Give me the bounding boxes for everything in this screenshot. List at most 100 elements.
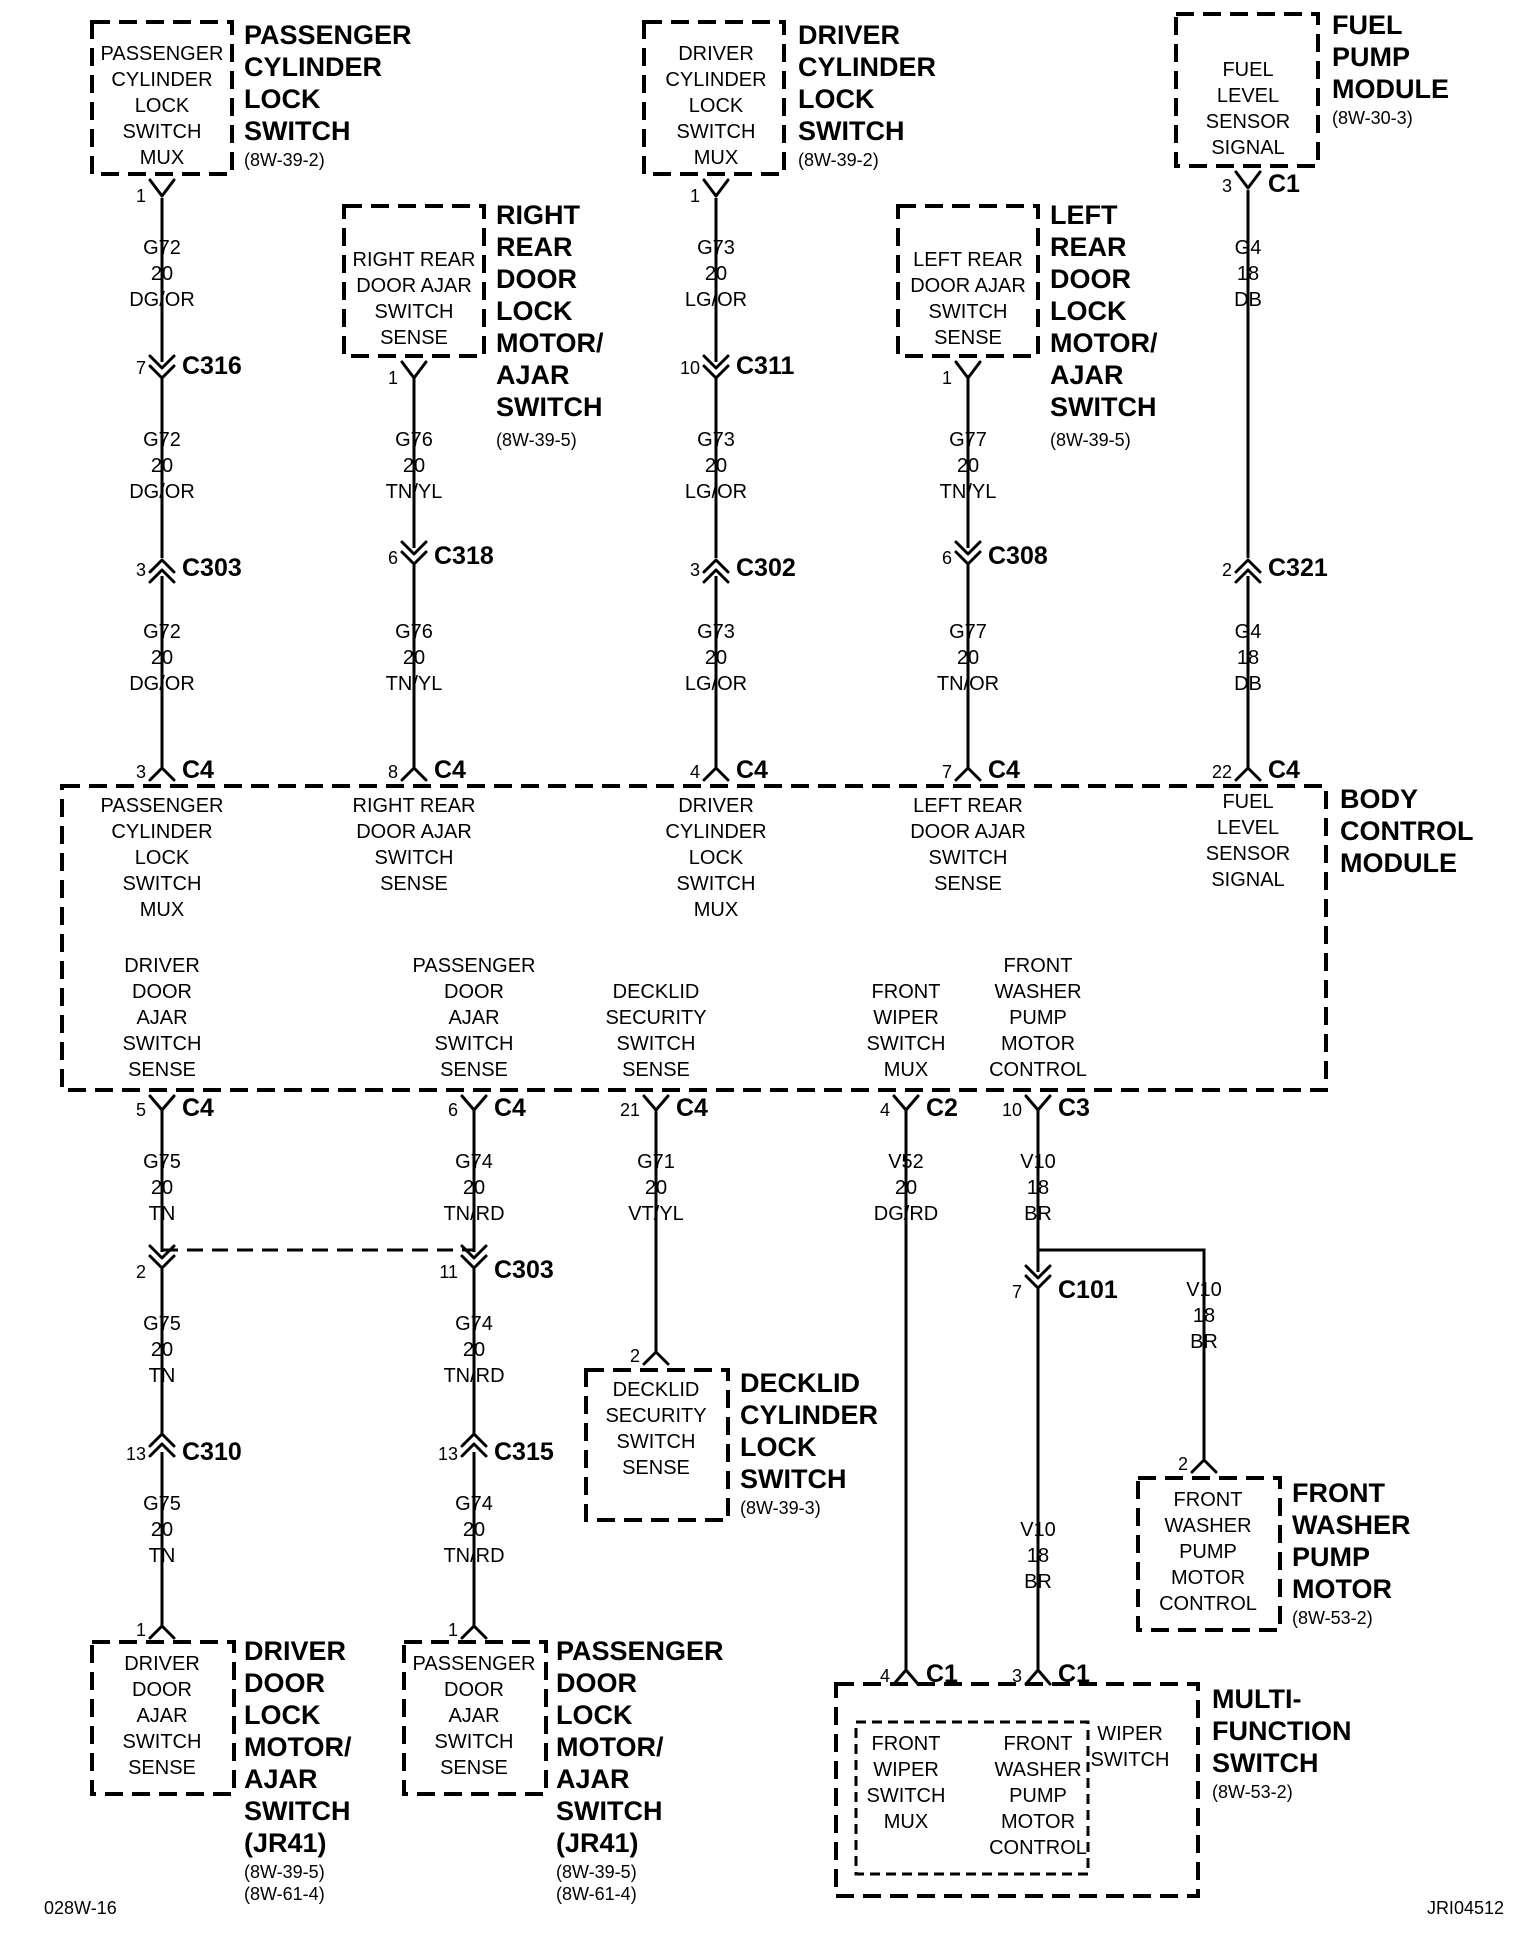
wire-label: G74: [455, 1151, 493, 1173]
wire-label: 18: [1237, 263, 1259, 285]
module-ref: (8W-53-2): [1212, 1782, 1293, 1802]
connector-name: C302: [736, 554, 796, 582]
module-inner-label: CYLINDER: [665, 69, 766, 91]
wire-label: LG/OR: [685, 481, 747, 503]
connector-name: C321: [1268, 554, 1328, 582]
wire-label: DG/OR: [129, 289, 195, 311]
bcm-pin-label: MUX: [140, 899, 184, 921]
bcm-pin-label: SWITCH: [617, 1033, 696, 1055]
bcm-pin-label: DOOR AJAR: [356, 821, 472, 843]
module-title: (JR41): [556, 1828, 639, 1858]
wire-label: DG/OR: [129, 673, 195, 695]
bcm-pin-label: SWITCH: [123, 1033, 202, 1055]
bcm-pin-label: FRONT: [1004, 955, 1073, 977]
connector-pin: 4: [880, 1666, 890, 1686]
connector-pin: 6: [388, 548, 398, 568]
wire-label: G73: [697, 621, 735, 643]
module-inner-label: PUMP: [1179, 1541, 1237, 1563]
wire-label: 20: [151, 455, 173, 477]
connector-pin: 22: [1212, 762, 1232, 782]
module-inner-label: RIGHT REAR: [353, 249, 476, 271]
module-title: MODULE: [1332, 74, 1449, 104]
decklid-cylinder-box: [584, 1368, 730, 1522]
bcm-pin-label: SWITCH: [929, 847, 1008, 869]
bcm-pin-label: DOOR: [132, 981, 192, 1003]
module-inner-label: DRIVER: [678, 43, 754, 65]
module-title: CYLINDER: [244, 52, 382, 82]
wire-label: G73: [697, 237, 735, 259]
module-title: DRIVER: [244, 1636, 346, 1666]
module-inner-label: SWITCH: [375, 301, 454, 323]
module-title: FUNCTION: [1212, 1716, 1351, 1746]
wire-label: TN/OR: [937, 673, 999, 695]
module-inner-label: SWITCH: [1091, 1749, 1170, 1771]
wire-label: G4: [1235, 621, 1262, 643]
module-inner-label: CONTROL: [1159, 1593, 1257, 1615]
fuel-pump-module-box: [1174, 12, 1320, 168]
module-title: LOCK: [244, 84, 321, 114]
connector-name: C2: [926, 1094, 958, 1122]
connector-name: C316: [182, 352, 242, 380]
connector-name: C4: [494, 1094, 526, 1122]
module-inner-label: CONTROL: [989, 1837, 1087, 1859]
bcm-pin-label: AJAR: [448, 1007, 499, 1029]
wire-label: TN/RD: [443, 1365, 504, 1387]
connector-name: C101: [1058, 1276, 1118, 1304]
module-title: DOOR: [496, 264, 577, 294]
module-title: (JR41): [244, 1828, 327, 1858]
wire-label: 20: [151, 1339, 173, 1361]
module-ref: (8W-61-4): [244, 1884, 325, 1904]
wire-label: 20: [463, 1339, 485, 1361]
wire-label: TN/YL: [386, 481, 443, 503]
front-washer-pump-motor-box: [1136, 1476, 1282, 1632]
bcm-pin-label: SENSE: [622, 1059, 690, 1081]
module-title: SWITCH: [1050, 392, 1156, 422]
bcm-pin-label: DOOR AJAR: [910, 821, 1026, 843]
wire-label: DG/OR: [129, 481, 195, 503]
module-title: LOCK: [556, 1700, 633, 1730]
wire-label: 20: [705, 455, 727, 477]
connector-pin: 2: [1178, 1454, 1188, 1474]
wiper-switch-inner-box: [854, 1720, 1090, 1876]
wire-label: BR: [1190, 1331, 1218, 1353]
bcm-pin-label: SENSE: [380, 873, 448, 895]
bcm-pin-label: LEFT REAR: [913, 795, 1023, 817]
module-title: LOCK: [798, 84, 875, 114]
module-inner-label: LOCK: [689, 95, 744, 117]
connector-name: C311: [736, 352, 794, 380]
bcm-pin-label: SIGNAL: [1211, 869, 1284, 891]
bcm-pin-label: RIGHT REAR: [353, 795, 476, 817]
connector-pin: 1: [136, 1620, 146, 1640]
wire-label: V10: [1020, 1151, 1056, 1173]
module-inner-label: SENSE: [128, 1757, 196, 1779]
wire-label: V10: [1020, 1519, 1056, 1541]
wire-label: V52: [888, 1151, 924, 1173]
module-title: CYLINDER: [798, 52, 936, 82]
connector-name: C310: [182, 1438, 242, 1466]
bcm-pin-label: CONTROL: [989, 1059, 1087, 1081]
connector-pin: 3: [690, 560, 700, 580]
module-ref: (8W-30-3): [1332, 108, 1413, 128]
module-inner-label: SWITCH: [123, 1731, 202, 1753]
module-title: AJAR: [244, 1764, 318, 1794]
connector-name: C303: [182, 554, 242, 582]
connector-name: C1: [1058, 1660, 1090, 1688]
module-inner-label: DOOR: [132, 1679, 192, 1701]
bcm-pin-label: DRIVER: [124, 955, 200, 977]
module-inner-label: SWITCH: [435, 1731, 514, 1753]
bcm-pin-label: FUEL: [1222, 791, 1273, 813]
connector-name: C315: [494, 1438, 554, 1466]
wire-label: TN/RD: [443, 1545, 504, 1567]
diagram-id: 028W-16: [44, 1898, 117, 1918]
module-title: REAR: [496, 232, 573, 262]
module-title: PUMP: [1332, 42, 1410, 72]
bcm-pin-label: SWITCH: [375, 847, 454, 869]
module-title: FRONT: [1292, 1478, 1385, 1508]
module-title: RIGHT: [496, 200, 581, 230]
bcm-pin-label: AJAR: [136, 1007, 187, 1029]
wire-label: 18: [1027, 1545, 1049, 1567]
module-title: LEFT: [1050, 200, 1118, 230]
module-title: CONTROL: [1340, 816, 1473, 846]
connector-pin: 13: [438, 1444, 458, 1464]
